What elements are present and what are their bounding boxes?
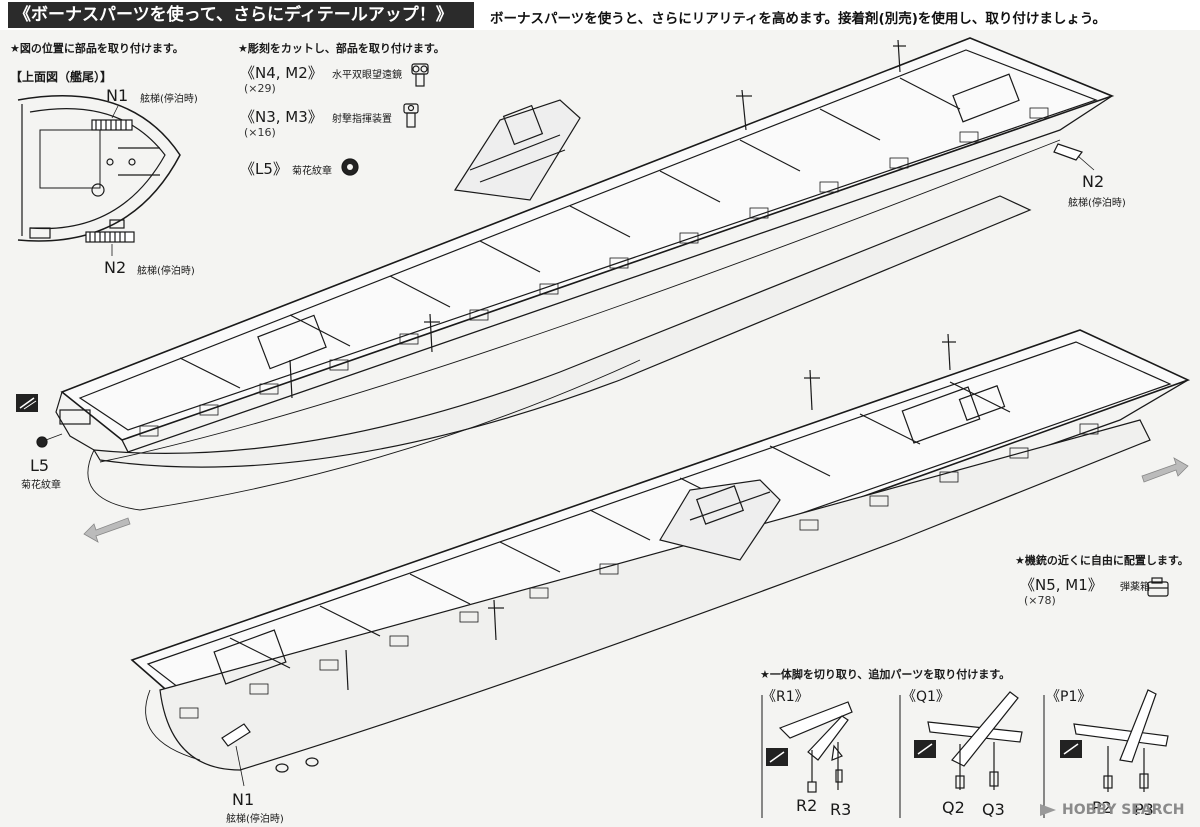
ship-n2-desc: 舷梯(停泊時) [1068,198,1126,209]
page-title: 《ボーナスパーツを使って、さらにディテールアップ！》 [8,2,474,28]
ship-l5-crest-icon [36,433,63,448]
top-n1-ladder-icon [91,105,133,131]
ammo-box-icon [1147,577,1169,597]
top-n2-desc: 舷梯(停泊時) [137,266,195,277]
top-n1-desc: 舷梯(停泊時) [140,94,198,105]
part-n4-m2-count: (×29) [244,82,276,95]
plane-p2-label: P2 [1092,798,1112,817]
plane-q3-label: Q3 [982,800,1005,819]
plane-p1-drawing [1073,689,1169,792]
director-part-icon [403,103,419,128]
plane-p1-title: 《P1》 [1046,689,1092,705]
top-n1-label: N1 [106,86,129,105]
top-view-title: 【上面図（艦尾）】 [10,70,113,84]
ship-l5-label: L5 [30,456,50,475]
plane-r1-drawing [778,701,853,793]
part-n5-m1-name: 《N5, M1》 [1020,576,1103,594]
plane-r1-title: 《R1》 [762,689,809,705]
direction-arrow-left-icon [83,517,131,543]
plane-r2-label: R2 [796,796,818,815]
plane-p3-label: P3 [1134,800,1154,819]
ship-n2-ladder-icon [1053,143,1095,171]
plane-q2-label: Q2 [942,798,965,817]
plane-panel-brackets [761,695,1045,818]
cutter-icon [914,740,936,758]
ship-n1-desc: 舷梯(停泊時) [226,814,284,825]
part-n3-m3-desc: 射撃指揮装置 [332,114,392,125]
ship-n1-label: N1 [232,790,255,809]
plane-q1-drawing [927,691,1023,790]
part-n3-m3-name: 《N3, M3》 [240,108,323,126]
part-n4-m2-name: 《N4, M2》 [240,64,323,82]
carrier-upper-drawing [55,37,1115,511]
ship-l5-desc: 菊花紋章 [21,480,61,491]
cutter-icon [766,748,788,766]
cutter-icon [1060,740,1082,758]
plane-q1-title: 《Q1》 [902,689,950,705]
part-n5-m1-count: (×78) [1024,594,1056,607]
top-n2-ladder-icon [85,231,135,256]
ship-n2-label: N2 [1082,172,1105,191]
part-n3-m3-count: (×16) [244,126,276,139]
part-n5-m1-desc: 弾薬箱 [1120,582,1150,593]
watermark-logo-icon [1040,804,1056,816]
plane-r3-label: R3 [830,800,852,819]
chrysanthemum-crest-icon [341,158,359,176]
carrier-lower-drawing [130,329,1191,773]
leg-note: ★一体脚を切り取り、追加パーツを取り付けます。 [760,668,1011,681]
top-view-drawing [17,95,181,256]
direction-arrow-right-icon [1141,457,1189,483]
watermark-text: HOBBY SEARCH [1062,802,1185,818]
ship-n1-ladder-icon [221,723,251,787]
page-subtitle: ボーナスパーツを使うと、さらにリアリティを高めます。接着剤(別売)を使用し、取り… [490,11,1107,27]
cutter-icon [16,394,38,412]
cut-note: ★彫刻をカットし、部品を取り付けます。 [238,42,445,55]
place-note: ★図の位置に部品を取り付けます。 [10,42,184,55]
top-n2-label: N2 [104,258,127,277]
part-l5-name: 《L5》 [240,160,288,178]
binocular-part-icon [411,63,429,87]
free-note: ★機銃の近くに自由に配置します。 [1015,554,1189,567]
part-l5-desc: 菊花紋章 [292,166,332,177]
part-n4-m2-desc: 水平双眼望遠鏡 [332,70,402,81]
